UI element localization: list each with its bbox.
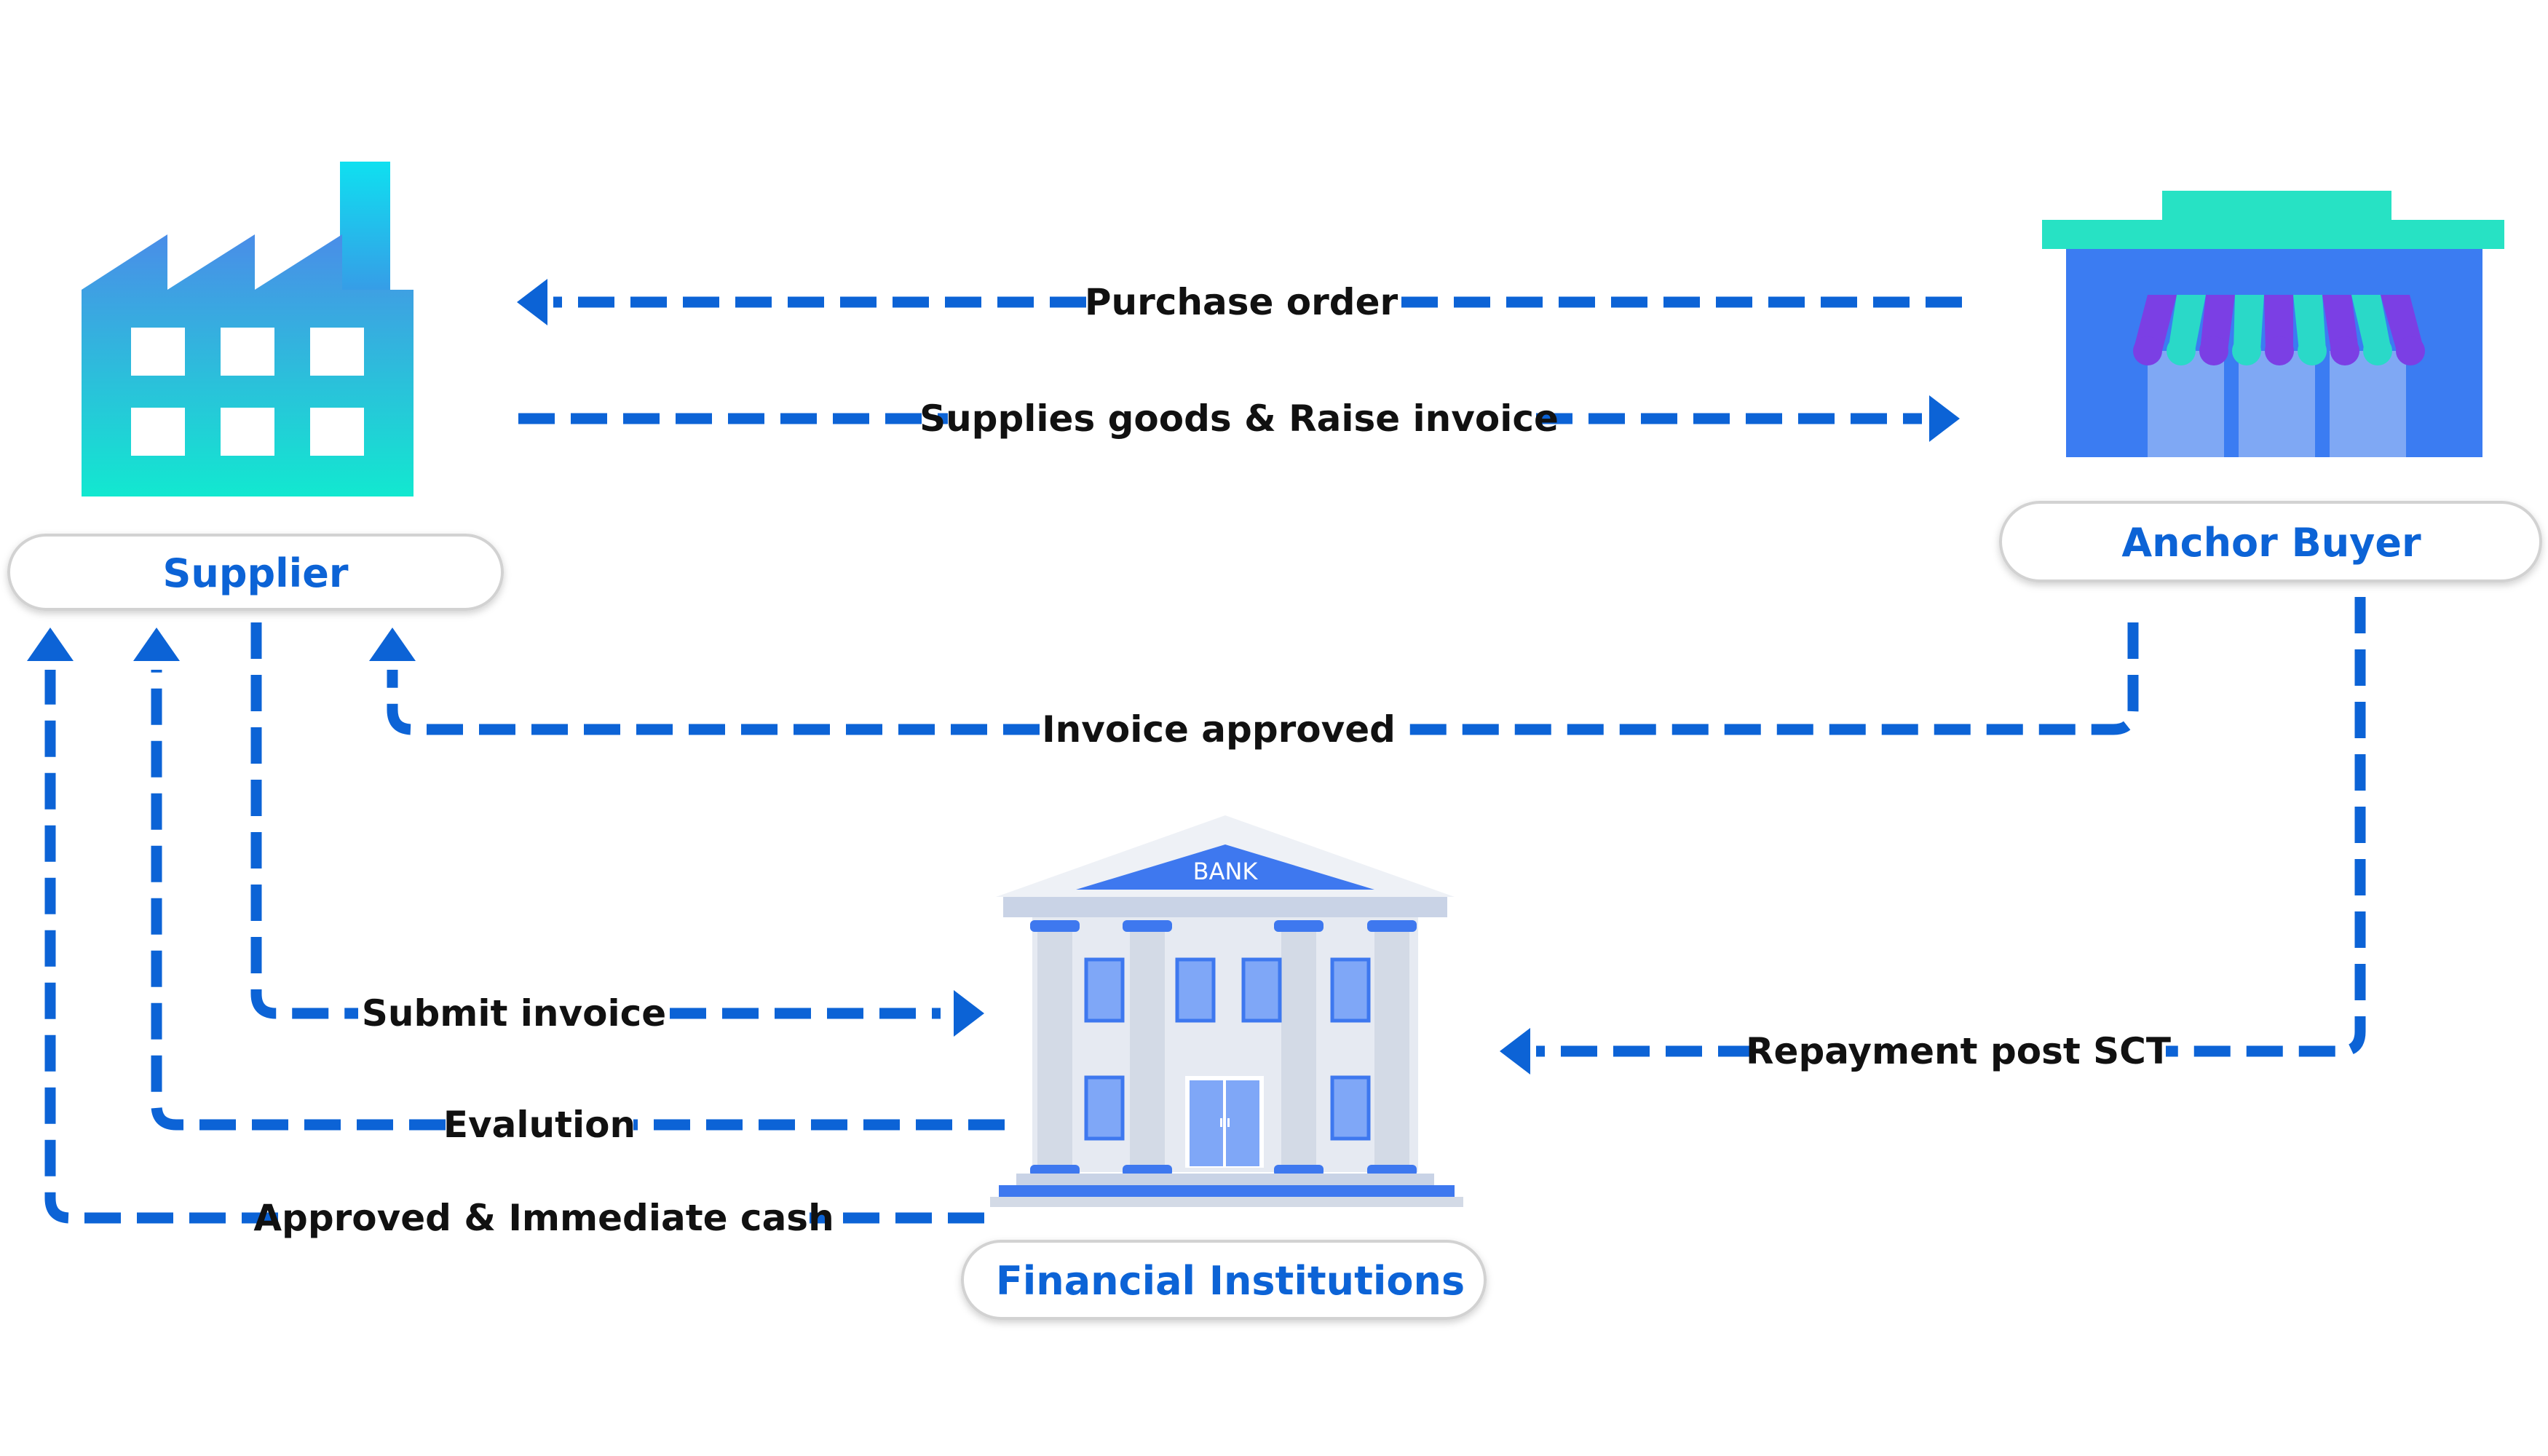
evaluation-label: Evalution [443,1104,636,1146]
factory-icon [82,162,414,496]
purchase-order-label: Purchase order [1085,281,1398,323]
arrowhead-up-icon [27,628,74,661]
repayment-label: Repayment post SCT [1746,1030,2171,1072]
anchor-buyer-label: Anchor Buyer [2121,520,2421,566]
storefront-icon [2042,191,2504,457]
supplier-label-pill: Supplier [7,534,504,611]
bank-sign: BANK [1193,858,1259,885]
evaluation-arrow [151,670,1005,1131]
arrowhead-up-icon [133,628,180,661]
financial-institutions-label: Financial Institutions [996,1258,1465,1304]
submit-invoice-arrow [250,622,941,1019]
financial-institutions-label-pill: Financial Institutions [961,1240,1487,1320]
arrowhead-right-icon [1929,395,1960,442]
approved-cash-arrow [44,670,984,1224]
invoice-approved-label: Invoice approved [1042,708,1396,751]
submit-invoice-label: Submit invoice [362,992,666,1034]
supplies-goods-label: Supplies goods & Raise invoice [919,397,1559,440]
arrowhead-right-icon [954,990,984,1037]
arrowhead-left-icon [1500,1028,1530,1075]
anchor-buyer-label-pill: Anchor Buyer [1999,501,2542,582]
invoice-approved-arrow [387,622,2139,735]
arrowhead-left-icon [517,279,547,325]
bank-door-icon [1185,1076,1264,1168]
arrowhead-up-icon [369,628,416,661]
repayment-arrow [1536,597,2366,1057]
approved-cash-label: Approved & Immediate cash [253,1197,834,1239]
supplier-label: Supplier [163,550,349,596]
awning-icon [2133,295,2425,365]
bank-building-icon: BANK [990,815,1463,1207]
